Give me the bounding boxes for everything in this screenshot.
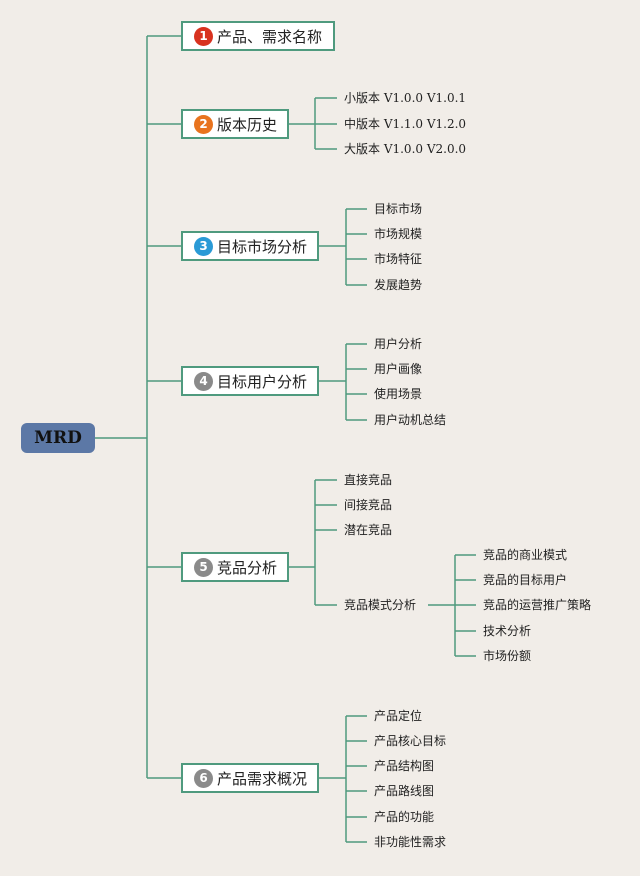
leaf-indirect-competitor: 间接竞品 [344,498,393,512]
branch-label-2: 版本历史 [217,115,278,134]
leaf-version-minor: 小版本 V1.0.0 V1.0.1 [344,91,467,105]
branch-node-3: 3 目标市场分析 [181,231,319,261]
root-node-mrd: MRD [21,423,95,453]
leaf-potential-competitor: 潜在竞品 [344,523,393,537]
branch-node-6: 6 产品需求概况 [181,763,319,793]
leaf-product-structure: 产品结构图 [374,759,435,773]
leaf-market-features: 市场特征 [374,252,423,266]
leaf-non-functional-requirements: 非功能性需求 [374,835,447,849]
leaf-technical-analysis: 技术分析 [483,624,532,638]
branch-label-5: 竞品分析 [217,558,278,577]
branch-label-6: 产品需求概况 [217,769,308,788]
branch-node-1: 1 产品、需求名称 [181,21,335,51]
leaf-product-roadmap: 产品路线图 [374,784,435,798]
number-3-icon: 3 [194,236,213,256]
leaf-competitor-promotion-strategy: 竞品的运营推广策略 [483,598,592,612]
leaf-development-trend: 发展趋势 [374,278,423,292]
branch-label-1: 产品、需求名称 [217,27,323,46]
leaf-usage-scenario: 使用场景 [374,387,423,401]
leaf-target-market: 目标市场 [374,202,423,216]
number-5-icon: 5 [194,557,213,577]
leaf-version-major: 大版本 V1.0.0 V2.0.0 [344,142,467,156]
leaf-product-core-goal: 产品核心目标 [374,734,447,748]
branch-node-5: 5 竞品分析 [181,552,289,582]
number-1-icon: 1 [194,26,213,46]
leaf-market-share: 市场份额 [483,649,532,663]
number-2-icon: 2 [194,114,213,134]
leaf-competitor-model-analysis: 竞品模式分析 [344,598,417,612]
branch-label-4: 目标用户分析 [217,372,308,391]
leaf-market-size: 市场规模 [374,227,423,241]
leaf-product-features: 产品的功能 [374,810,435,824]
branch-node-4: 4 目标用户分析 [181,366,319,396]
leaf-version-middle: 中版本 V1.1.0 V1.2.0 [344,117,467,131]
leaf-user-analysis: 用户分析 [374,337,423,351]
leaf-competitor-business-model: 竞品的商业模式 [483,548,568,562]
leaf-user-persona: 用户画像 [374,362,423,376]
number-6-icon: 6 [194,768,213,788]
leaf-direct-competitor: 直接竞品 [344,473,393,487]
leaf-user-motivation: 用户动机总结 [374,413,447,427]
leaf-competitor-target-users: 竞品的目标用户 [483,573,568,587]
branch-label-3: 目标市场分析 [217,237,308,256]
leaf-product-positioning: 产品定位 [374,709,423,723]
number-4-icon: 4 [194,371,213,391]
branch-node-2: 2 版本历史 [181,109,289,139]
